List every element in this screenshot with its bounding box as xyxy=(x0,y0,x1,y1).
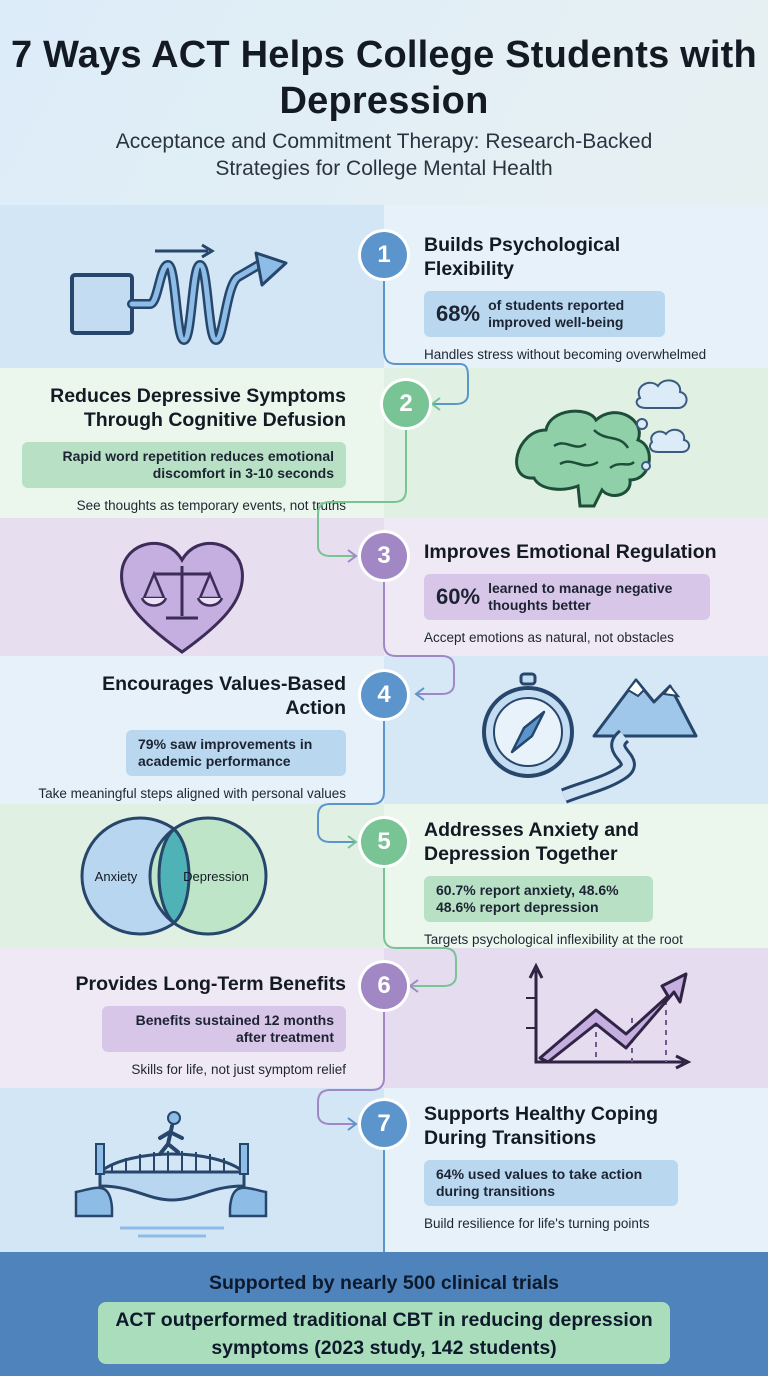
section-4-stat-text: 79% saw improvements in academic perform… xyxy=(138,736,313,769)
venn-left-label: Anxiety xyxy=(95,869,138,884)
venn-right-label: Depression xyxy=(183,869,249,884)
header: 7 Ways ACT Helps College Students with D… xyxy=(0,0,768,205)
section-1-stat-text: of students reported improved well-being xyxy=(488,297,625,330)
step-number-7: 7 xyxy=(361,1101,407,1147)
section-1-title: Builds Psychological Flexibility xyxy=(424,234,621,280)
section-7-stat: 64% used values to take action during tr… xyxy=(424,1160,678,1206)
section-6-stat: Benefits sustained 12 months after treat… xyxy=(102,1006,346,1052)
step-number-6: 6 xyxy=(361,963,407,1009)
page-title: 7 Ways ACT Helps College Students with D… xyxy=(11,34,757,122)
section-5-text: Addresses Anxiety and Depression Togethe… xyxy=(424,818,768,948)
section-6: Provides Long-Term Benefits Benefits sus… xyxy=(0,948,768,1088)
section-3-note: Accept emotions as natural, not obstacle… xyxy=(424,630,674,645)
section-2-stat: Rapid word repetition reduces emotional … xyxy=(22,442,346,488)
section-2: Reduces Depressive Symptoms Through Cogn… xyxy=(0,368,768,518)
section-5-title: Addresses Anxiety and Depression Togethe… xyxy=(424,819,639,865)
bridge-walker-icon xyxy=(0,1088,384,1252)
step-number-3: 3 xyxy=(361,533,407,579)
section-6-note: Skills for life, not just symptom relief xyxy=(131,1062,346,1077)
section-1-text: Builds Psychological Flexibility 68% of … xyxy=(424,233,768,363)
section-6-stat-text: Benefits sustained 12 months after treat… xyxy=(135,1012,334,1045)
step-number-4: 4 xyxy=(361,672,407,718)
step-number-5: 5 xyxy=(361,819,407,865)
section-3-text: Improves Emotional Regulation 60% learne… xyxy=(424,540,768,646)
section-2-note: See thoughts as temporary events, not tr… xyxy=(76,498,346,513)
section-3-stat: 60% learned to manage negative thoughts … xyxy=(424,574,711,620)
step-number-2: 2 xyxy=(383,381,429,427)
section-5-stat-text: 60.7% report anxiety, 48.6% 48.6% report… xyxy=(436,882,619,915)
section-1-note: Handles stress without becoming overwhel… xyxy=(424,347,707,362)
flexibility-arrow-icon xyxy=(0,205,384,368)
growth-chart-icon xyxy=(384,948,768,1088)
section-3-stat-text: learned to manage negative thoughts bett… xyxy=(488,580,673,613)
section-4-note: Take meaningful steps aligned with perso… xyxy=(38,786,346,801)
section-3-title: Improves Emotional Regulation xyxy=(424,541,717,563)
footer: Supported by nearly 500 clinical trials … xyxy=(0,1252,768,1376)
venn-diagram-icon: Anxiety Depression xyxy=(0,804,384,948)
footer-line-2: ACT outperformed traditional CBT in redu… xyxy=(115,1309,653,1331)
section-4-title: Encourages Values-Based Action xyxy=(102,673,346,719)
section-2-text: Reduces Depressive Symptoms Through Cogn… xyxy=(0,384,346,514)
section-2-title: Reduces Depressive Symptoms Through Cogn… xyxy=(50,385,346,431)
section-4-stat: 79% saw improvements in academic perform… xyxy=(126,730,346,776)
compass-mountain-icon xyxy=(384,656,768,804)
section-7-text: Supports Healthy Coping During Transitio… xyxy=(424,1102,768,1232)
step-number-1: 1 xyxy=(361,232,407,278)
brain-thought-icon xyxy=(384,368,768,518)
section-7-title: Supports Healthy Coping During Transitio… xyxy=(424,1103,658,1149)
section-4-text: Encourages Values-Based Action 79% saw i… xyxy=(0,672,346,802)
section-6-title: Provides Long-Term Benefits xyxy=(75,973,346,995)
page-subtitle: Acceptance and Commitment Therapy: Resea… xyxy=(115,130,653,180)
heart-scales-icon xyxy=(0,518,384,656)
section-5-note: Targets psychological inflexibility at t… xyxy=(424,932,683,947)
section-6-text: Provides Long-Term Benefits Benefits sus… xyxy=(0,972,346,1078)
footer-highlight: ACT outperformed traditional CBT in redu… xyxy=(98,1302,670,1364)
section-2-stat-text: Rapid word repetition reduces emotional … xyxy=(62,448,334,481)
section-5-stat: 60.7% report anxiety, 48.6% 48.6% report… xyxy=(424,876,653,922)
section-1-stat: 68% of students reported improved well-b… xyxy=(424,291,666,337)
section-3-stat-big: 60% xyxy=(436,584,481,609)
section-1-stat-big: 68% xyxy=(436,301,481,326)
footer-line-3: symptoms (2023 study, 142 students) xyxy=(211,1337,557,1359)
footer-line-1: Supported by nearly 500 clinical trials xyxy=(208,1272,560,1294)
section-7-stat-text: 64% used values to take action during tr… xyxy=(436,1166,643,1199)
section-7-note: Build resilience for life's turning poin… xyxy=(424,1216,650,1231)
